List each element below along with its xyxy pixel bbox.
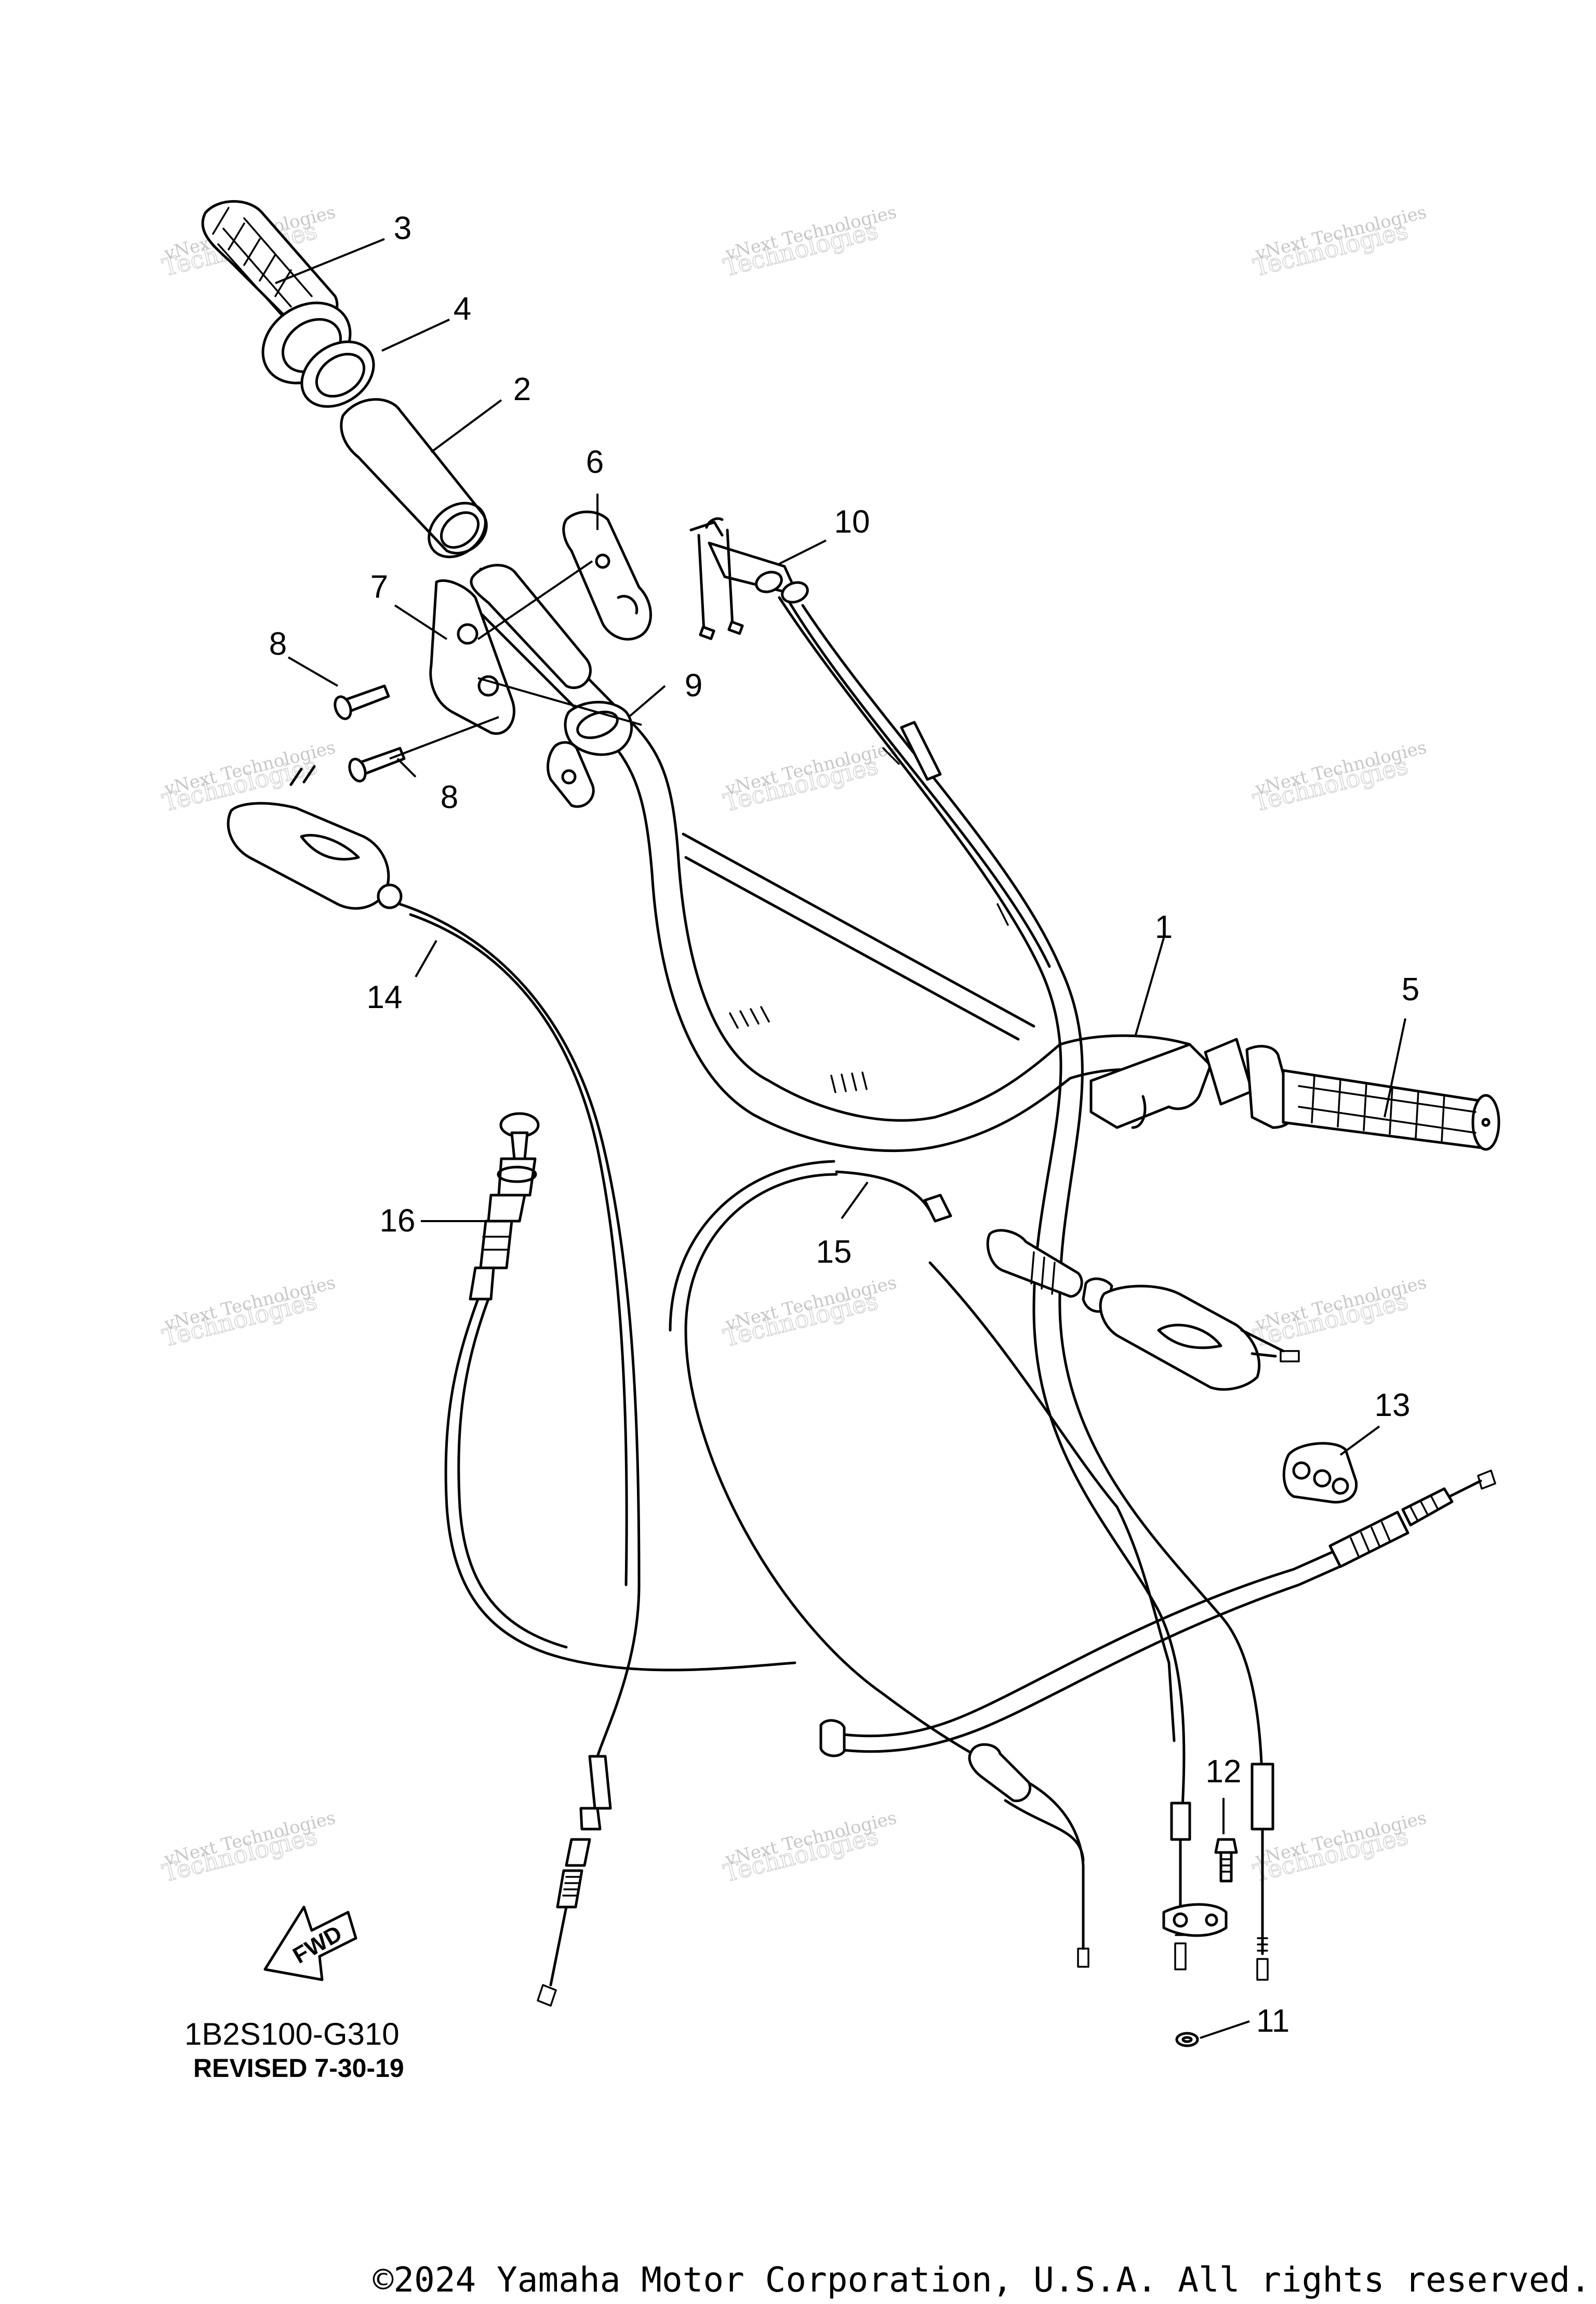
- callout-15: 15: [816, 1234, 852, 1270]
- callout-7: 7: [370, 569, 388, 605]
- callout-11: 11: [1256, 2003, 1289, 2039]
- watermark: vNext Technologies Technologies: [720, 202, 899, 282]
- hot-start-cable: [444, 1112, 796, 1672]
- callout-14: 14: [367, 979, 403, 1015]
- throttle-housing-lower: [429, 579, 515, 735]
- fwd-arrow-icon: FWD: [263, 1905, 357, 1981]
- callout-5: 5: [1402, 972, 1419, 1008]
- watermarks: vNext Technologies Technologies vNext Te…: [159, 202, 1429, 1888]
- clutch-cable: [819, 1469, 1496, 1757]
- callout-6: 6: [586, 444, 604, 480]
- watermark: vNext Technologies Technologies: [720, 737, 899, 817]
- knurl-marks: [729, 1006, 868, 1093]
- diagram-code: 1B2S100-G310: [184, 2017, 400, 2051]
- callout-8b: 8: [441, 779, 458, 815]
- watermark: vNext Technologies Technologies: [720, 1272, 899, 1353]
- grip-ring: [261, 301, 375, 408]
- watermark: vNext Technologies Technologies: [720, 1807, 899, 1888]
- watermark: vNext Technologies Technologies: [159, 1272, 338, 1353]
- callout-1: 1: [1155, 909, 1173, 945]
- callout-4: 4: [454, 291, 471, 327]
- callout-8a: 8: [269, 626, 287, 662]
- callout-10: 10: [834, 504, 870, 540]
- left-grip-assembly: [201, 200, 592, 690]
- cable-holder: [1282, 1442, 1358, 1504]
- watermark: vNext Technologies Technologies: [159, 1807, 338, 1888]
- watermark: vNext Technologies Technologies: [1250, 202, 1429, 282]
- callout-9: 9: [685, 668, 702, 704]
- callouts: 1 2 3 4 5 6 7 8 8 9 10 11 12 13 14 15 16: [269, 210, 1419, 2039]
- watermark: vNext Technologies Technologies: [1250, 737, 1429, 817]
- cable-guide-clamp: [547, 700, 633, 808]
- screw-upper: [334, 684, 390, 720]
- callout-16: 16: [380, 1203, 416, 1239]
- callout-3: 3: [394, 210, 411, 246]
- throttle-cables: [689, 517, 1274, 1981]
- callout-13: 13: [1375, 1387, 1411, 1423]
- throttle-housing-upper: [562, 510, 652, 641]
- watermark: vNext Technologies Technologies: [1250, 1272, 1429, 1353]
- copyright-notice: ©2024 Yamaha Motor Corporation, U.S.A. A…: [373, 2260, 1591, 2300]
- throttle-tube: [340, 398, 488, 559]
- right-grip-assembly: [1089, 1038, 1500, 1151]
- revision-label: REVISED 7-30-19: [193, 2054, 404, 2083]
- cable-15: [835, 1170, 1300, 1391]
- leader-lines: [275, 238, 1406, 2039]
- callout-12: 12: [1206, 1754, 1242, 1790]
- watermark: vNext Technologies Technologies: [1250, 1807, 1429, 1888]
- washer: [1175, 2032, 1199, 2047]
- clutch-lever-left: [227, 765, 403, 910]
- callout-2: 2: [513, 372, 531, 407]
- adjuster-bolt: [1214, 1838, 1238, 1883]
- center-cable-loop: [669, 1160, 1176, 1968]
- cable-14: [398, 903, 641, 2007]
- screw-lower: [348, 747, 406, 783]
